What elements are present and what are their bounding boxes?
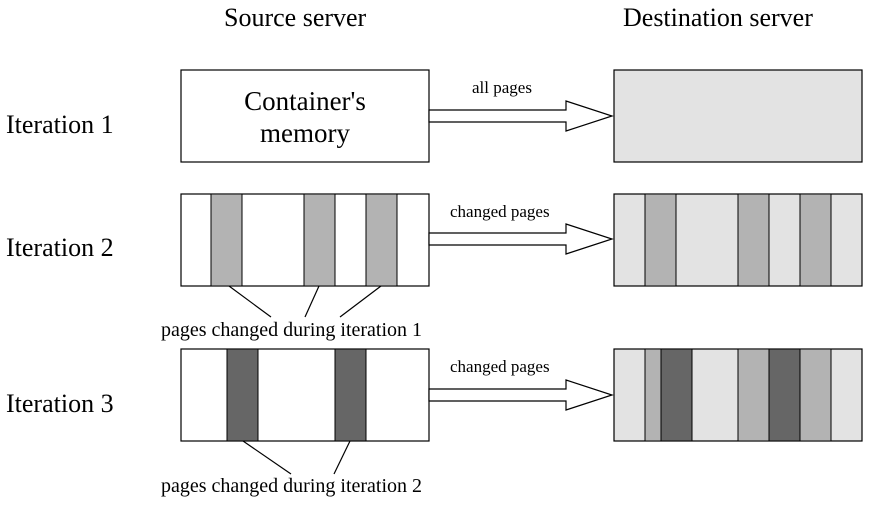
- transfer-arrow-iteration-2: [428, 223, 614, 255]
- source-memory-box-iteration-3: [180, 348, 430, 442]
- transferred-page-band: [644, 193, 677, 287]
- changed-page-band: [210, 193, 243, 287]
- transferred-page-band: [737, 348, 770, 442]
- annotation-changed-during-iteration-1: pages changed during iteration 1: [161, 319, 423, 341]
- changed-page-band: [365, 193, 398, 287]
- iteration-1-label: Iteration 1: [6, 110, 114, 139]
- source-memory-box-iteration-1: [180, 69, 430, 163]
- annotation-pointer-line: [304, 285, 320, 318]
- iteration-2-label: Iteration 2: [6, 233, 114, 262]
- changed-page-band: [303, 193, 336, 287]
- source-server-header: Source server: [224, 3, 367, 32]
- transferred-page-band: [799, 348, 832, 442]
- transferred-page-band: [660, 348, 693, 442]
- container-memory-line-1: Container's: [244, 86, 366, 116]
- annotation-changed-during-iteration-2: pages changed during iteration 2: [161, 475, 423, 497]
- transferred-page-band: [644, 348, 662, 442]
- arrow-label-iteration-1: all pages: [472, 78, 532, 97]
- transferred-page-band: [737, 193, 770, 287]
- transferred-page-band: [799, 193, 832, 287]
- destination-server-header: Destination server: [623, 3, 813, 32]
- annotation-pointer-line: [228, 285, 272, 318]
- annotation-pointer-line: [339, 285, 382, 318]
- transferred-page-band: [768, 348, 801, 442]
- arrow-label-iteration-2: changed pages: [450, 202, 550, 221]
- arrow-label-iteration-3: changed pages: [450, 357, 550, 376]
- changed-page-band: [226, 348, 259, 442]
- transfer-arrow-iteration-3: [428, 379, 614, 411]
- container-memory-line-2: memory: [260, 118, 350, 148]
- changed-page-band: [334, 348, 367, 442]
- container-memory-label: Container's memory: [181, 85, 429, 149]
- transfer-arrow-iteration-1: [428, 100, 614, 132]
- destination-memory-box-iteration-1: [613, 69, 863, 163]
- annotation-pointer-line: [242, 440, 292, 475]
- annotation-pointer-line: [333, 440, 351, 475]
- iteration-3-label: Iteration 3: [6, 389, 114, 418]
